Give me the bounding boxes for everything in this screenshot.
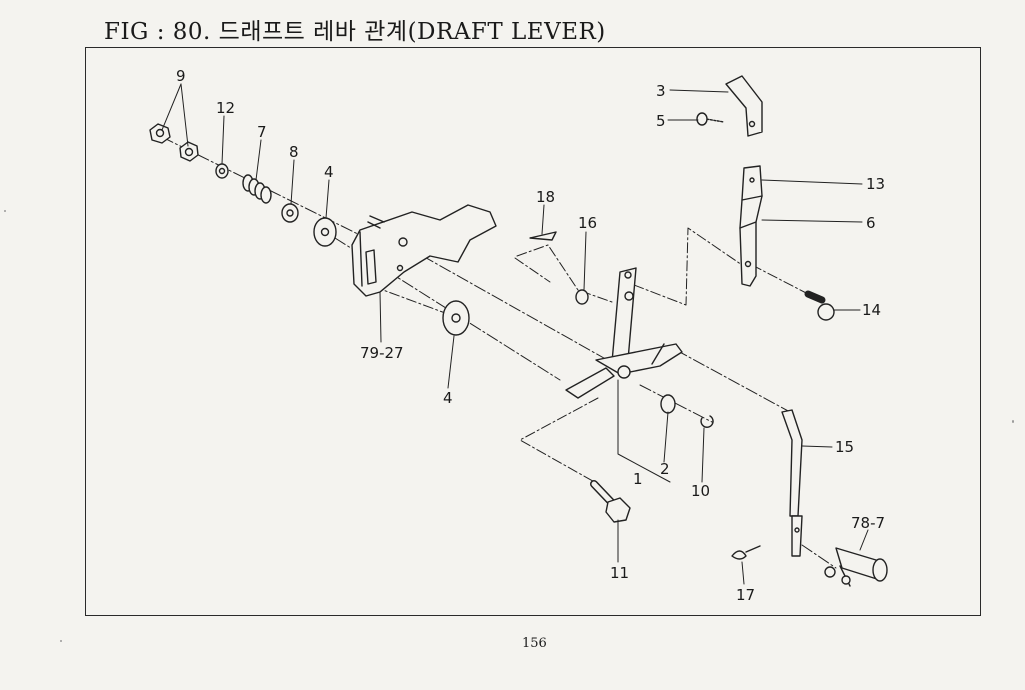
diagram-frame	[85, 47, 981, 616]
label-4-upper: 4	[324, 163, 334, 181]
label-16: 16	[578, 214, 597, 232]
page-number: 156	[522, 636, 547, 651]
label-6: 6	[866, 214, 876, 232]
label-1: 1	[633, 470, 643, 488]
label-4-lower: 4	[443, 389, 453, 407]
label-3: 3	[656, 82, 666, 100]
label-14: 14	[862, 301, 881, 319]
label-8: 8	[289, 143, 299, 161]
label-10: 10	[691, 482, 710, 500]
label-15: 15	[835, 438, 854, 456]
scan-speck	[4, 210, 6, 212]
label-2: 2	[660, 460, 670, 478]
scan-speck	[60, 640, 62, 642]
label-7: 7	[257, 123, 267, 141]
label-78-7: 78-7	[851, 514, 885, 532]
label-79-27: 79-27	[360, 344, 404, 362]
label-9: 9	[176, 67, 186, 85]
label-12: 12	[216, 99, 235, 117]
label-13: 13	[866, 175, 885, 193]
figure-title: FIG : 80. 드래프트 레바 관계(DRAFT LEVER)	[104, 19, 606, 45]
label-11: 11	[610, 564, 629, 582]
label-17: 17	[736, 586, 755, 604]
label-18: 18	[536, 188, 555, 206]
label-5: 5	[656, 112, 666, 130]
scan-speck	[1012, 420, 1014, 423]
